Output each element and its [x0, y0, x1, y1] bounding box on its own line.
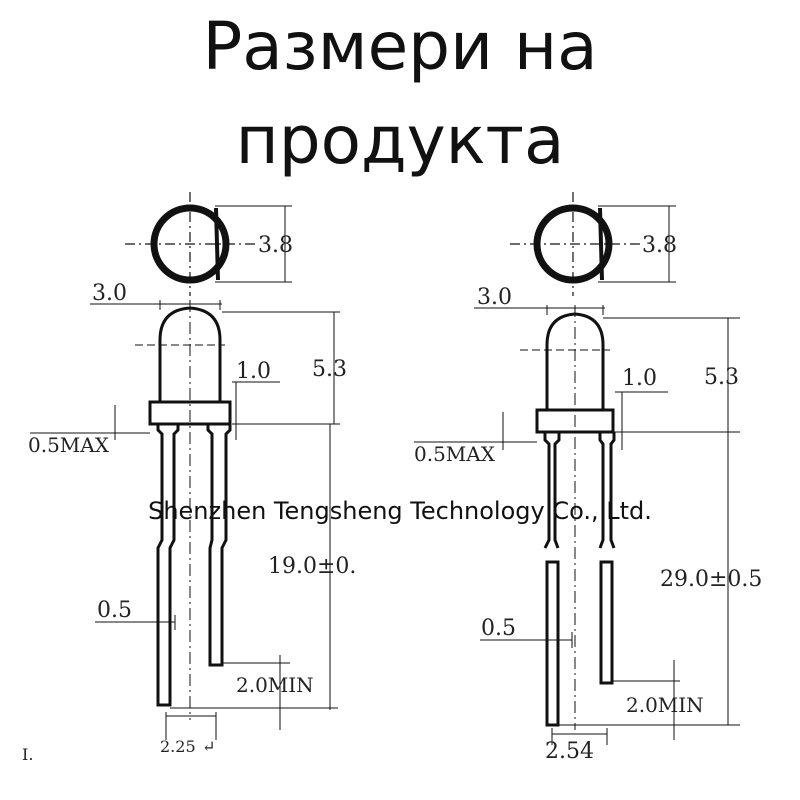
title-line-1: Размери на — [202, 8, 598, 85]
left-led-drawing: 3.8 3.0 5.3 1.0 0.5MAX 19.0±0. 0.5 2.0MI… — [22, 192, 356, 764]
left-top-view-ring — [125, 192, 292, 296]
left-led-leads — [156, 424, 232, 707]
right-dimension-lines — [414, 305, 740, 745]
left-min-length-label: 2.0MIN — [236, 673, 314, 697]
left-led-body — [135, 300, 232, 720]
title-line-2: продукта — [235, 102, 565, 179]
right-pitch-label: 2.54 — [545, 739, 594, 764]
corner-mark: I. — [22, 745, 33, 764]
left-dimension-lines — [30, 300, 340, 740]
right-max-gap-label: 0.5MAX — [414, 442, 496, 466]
right-led-body — [520, 305, 615, 730]
company-watermark: Shenzhen Tengsheng Technology Co., Ltd. — [148, 497, 652, 525]
left-lead-width-label: 0.5 — [97, 598, 132, 623]
left-diameter-label: 3.8 — [258, 233, 293, 258]
right-flange-label: 1.0 — [622, 366, 657, 391]
left-lead-length-label: 19.0±0. — [268, 554, 356, 579]
right-led-drawing: 3.8 3.0 5.3 1.0 0.5MAX 29.0±0.5 0.5 2.0M… — [414, 192, 762, 764]
right-diameter-label: 3.8 — [642, 233, 677, 258]
left-pitch-label: 2.25 — [160, 737, 196, 756]
left-flange-label: 1.0 — [236, 359, 271, 384]
left-height-label: 5.3 — [312, 357, 347, 382]
right-lead-width-label: 0.5 — [481, 616, 516, 641]
right-led-leads — [543, 432, 616, 727]
right-body-width-label: 3.0 — [477, 285, 512, 310]
right-height-label: 5.3 — [704, 365, 739, 390]
right-lead-length-label: 29.0±0.5 — [660, 567, 762, 592]
left-body-width-label: 3.0 — [92, 281, 127, 306]
left-pitch-mark: ↵ — [202, 737, 215, 756]
right-top-view-ring — [510, 192, 676, 296]
right-min-length-label: 2.0MIN — [626, 693, 704, 717]
left-max-gap-label: 0.5MAX — [28, 433, 110, 457]
